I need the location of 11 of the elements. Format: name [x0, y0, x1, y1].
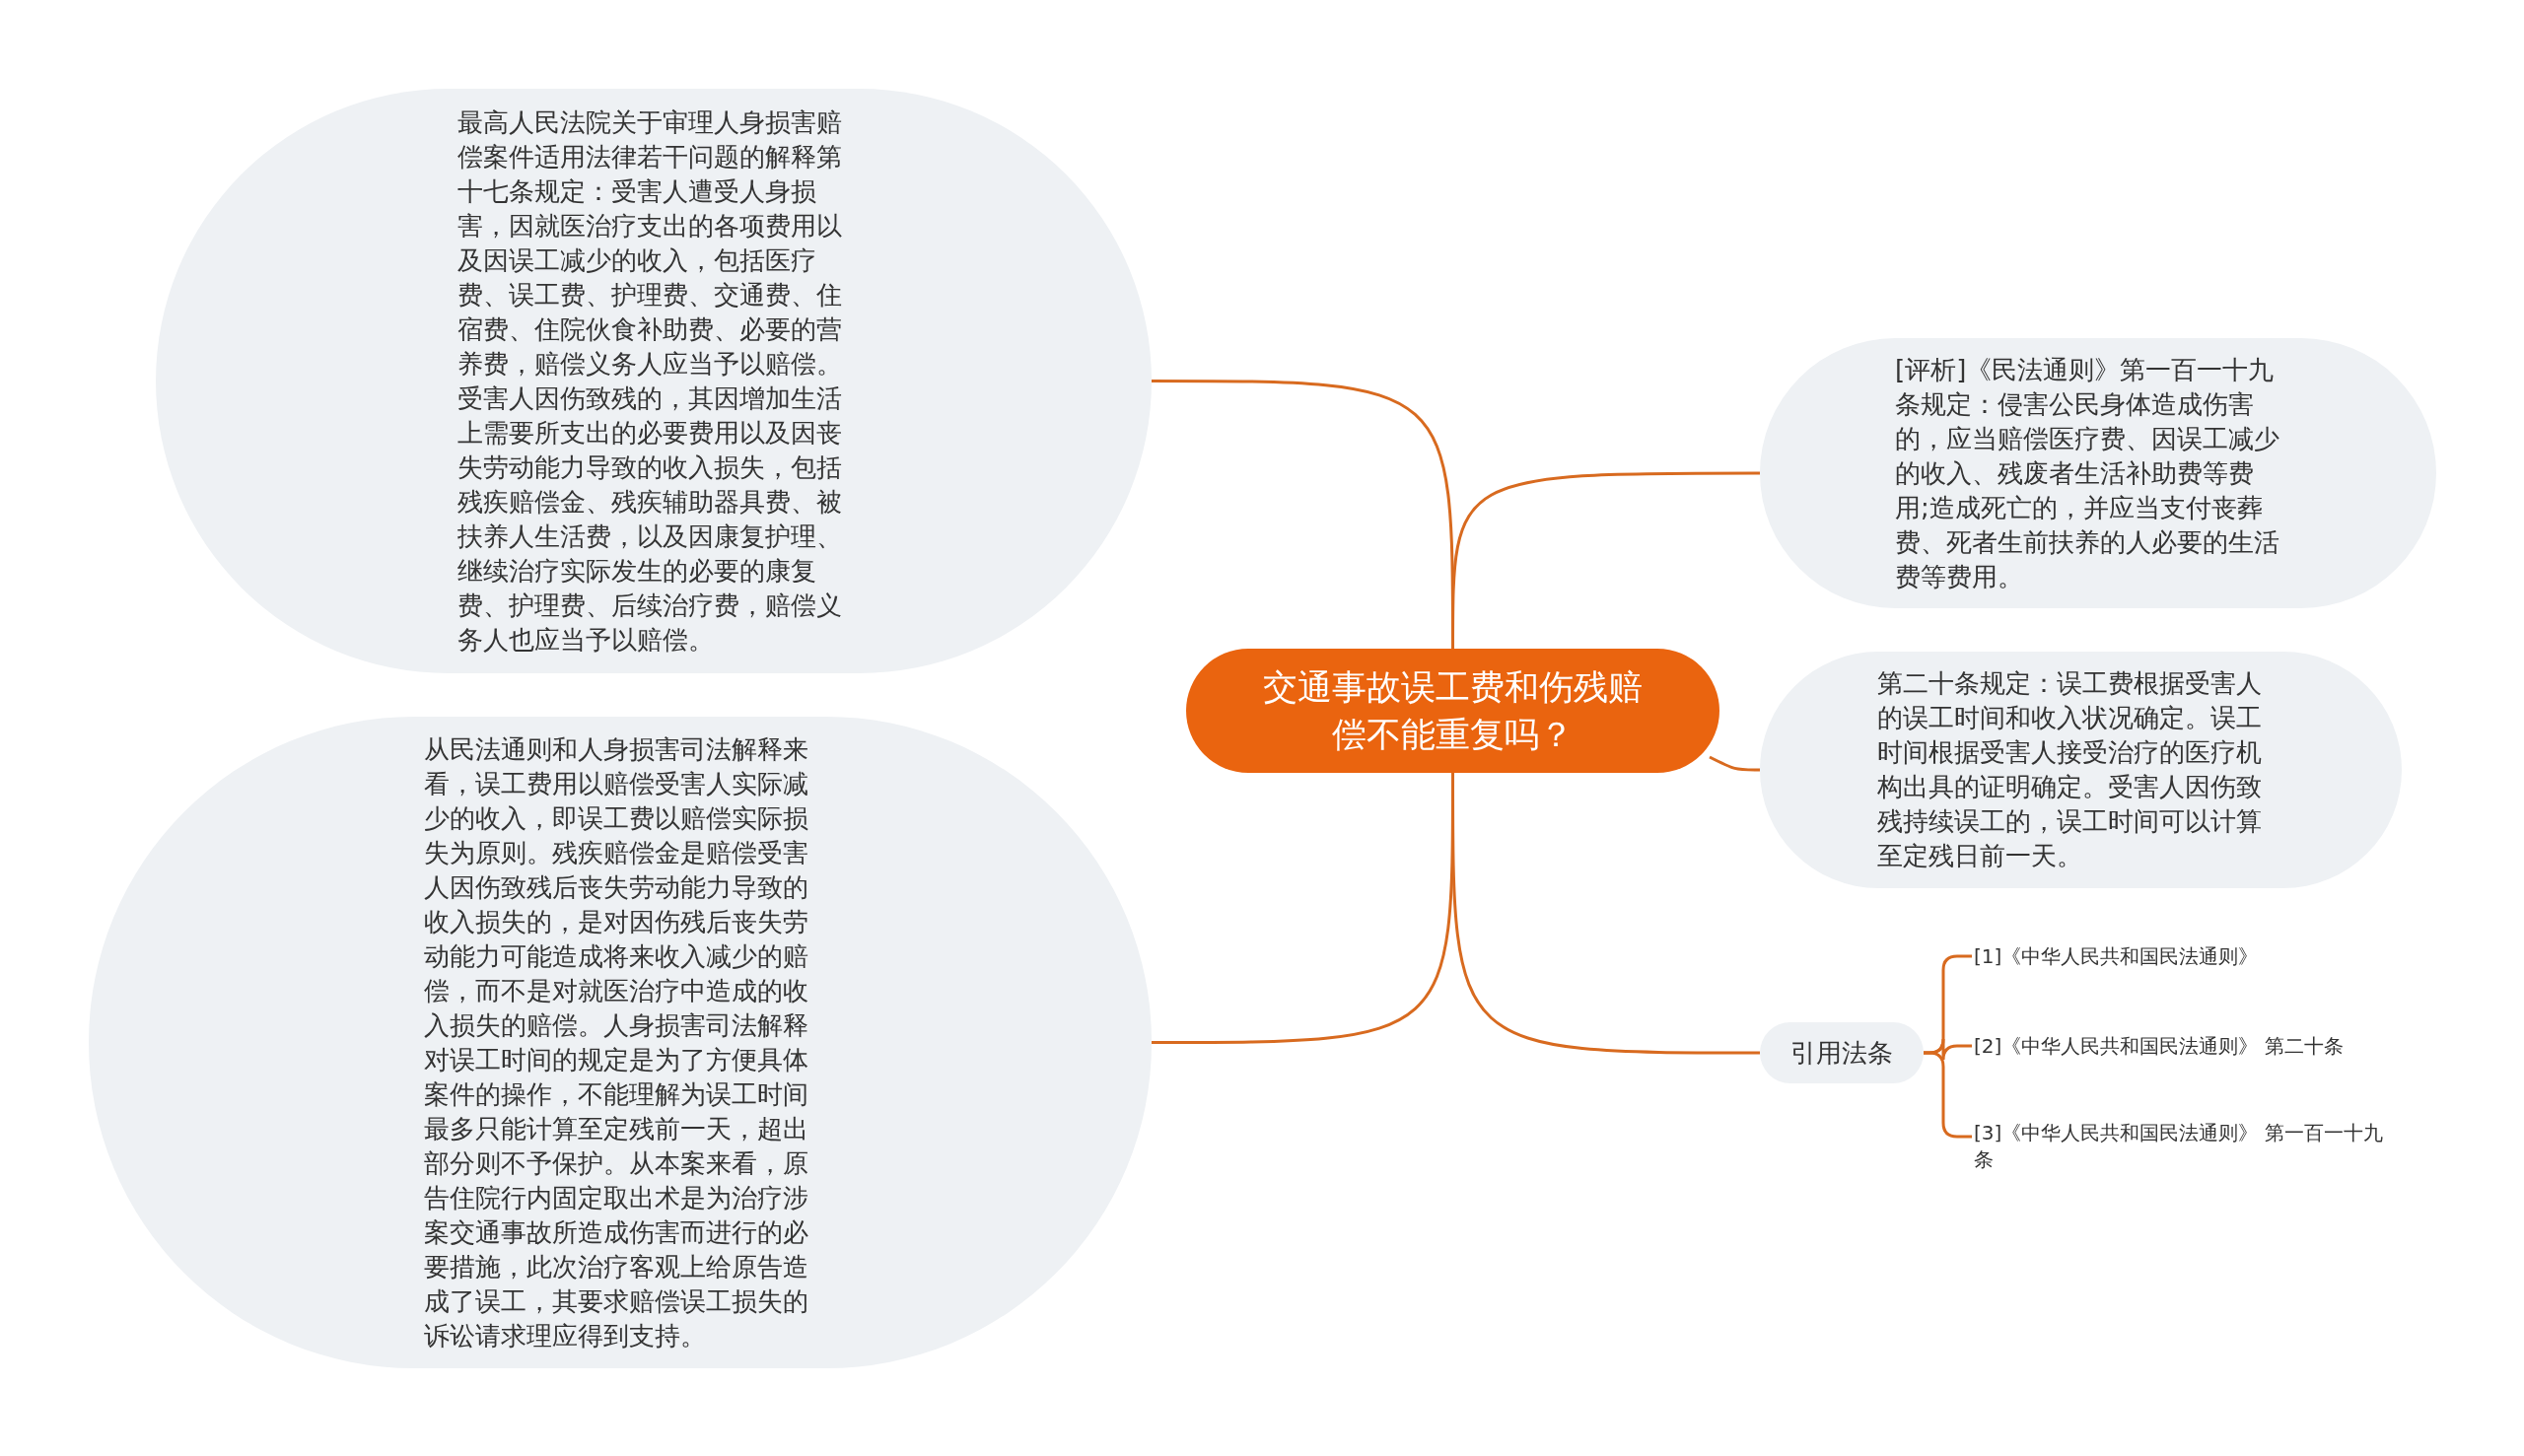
node-text: [2]《中华人民共和国民法通则》 第二十条 — [1974, 1033, 2345, 1060]
node-text: 最高人民法院关于审理人身损害赔偿案件适用法律若干问题的解释第十七条规定：受害人遭受人身损害，因就医治疗支出的各项费用以及因误工减少的收入，包括医疗费、误工费、护理费、交通费、住宿费、住院伙食补助费、必要的营养费，赔偿义务人应当予以赔偿。受害人因伤致残的，其因增加生活上需要所支出的必要费用以及因丧失劳动能力导致的收入损失，包括残疾赔偿金、残疾辅助器具费、被扶养人生活费，以及因康复护理、继续治疗实际发生的必要的康复费、护理费、后续治疗费，赔偿义务人也应当予以赔偿。 — [457, 105, 843, 657]
node-text: [评析]《民法通则》第一百一十九条规定：侵害公民身体造成伤害的，应当赔偿医疗费、因误工减少的收入、残废者生活补助费等费用;造成死亡的，并应当支付丧葬费、死者生前扶养的人必要的生活费等费用。 — [1895, 353, 2280, 593]
node-text: 引用法条 — [1789, 1036, 1894, 1070]
node-text: [1]《中华人民共和国民法通则》 — [1974, 943, 2260, 970]
node-text: 第二十条规定：误工费根据受害人的误工时间和收入状况确定。误工时间根据受害人接受治疗的医疗机构出具的证明确定。受害人因伤致残持续误工的，误工时间可以计算至定残日前一天。 — [1877, 667, 2263, 872]
node-text: [3]《中华人民共和国民法通则》 第一百一十九条 — [1974, 1120, 2384, 1173]
node-text: 从民法通则和人身损害司法解释来看，误工费用以赔偿受害人实际减少的收入，即误工费以赔偿实际损失为原则。残疾赔偿金是赔偿受害人因伤致残后丧失劳动能力导致的收入损失的，是对因伤残后丧失劳动能力可能造成将来收入减少的赔偿，而不是对就医治疗中造成的收入损失的赔偿。人身损害司法解释对误工时间的规定是为了方便具体案件的操作，不能理解为误工时间最多只能计算至定残前一天，超出部分则不予保护。从本案来看，原告住院行内固定取出术是为治疗涉案交通事故所造成伤害而进行的必要措施，此次治疗客观上给原告造成了误工，其要求赔偿误工损失的诉讼请求理应得到支持。 — [424, 732, 809, 1352]
connector-line — [1451, 471, 1760, 649]
node-text: 交通事故误工费和伤残赔偿不能重复吗？ — [1262, 666, 1644, 756]
connector-line — [1709, 755, 1760, 772]
